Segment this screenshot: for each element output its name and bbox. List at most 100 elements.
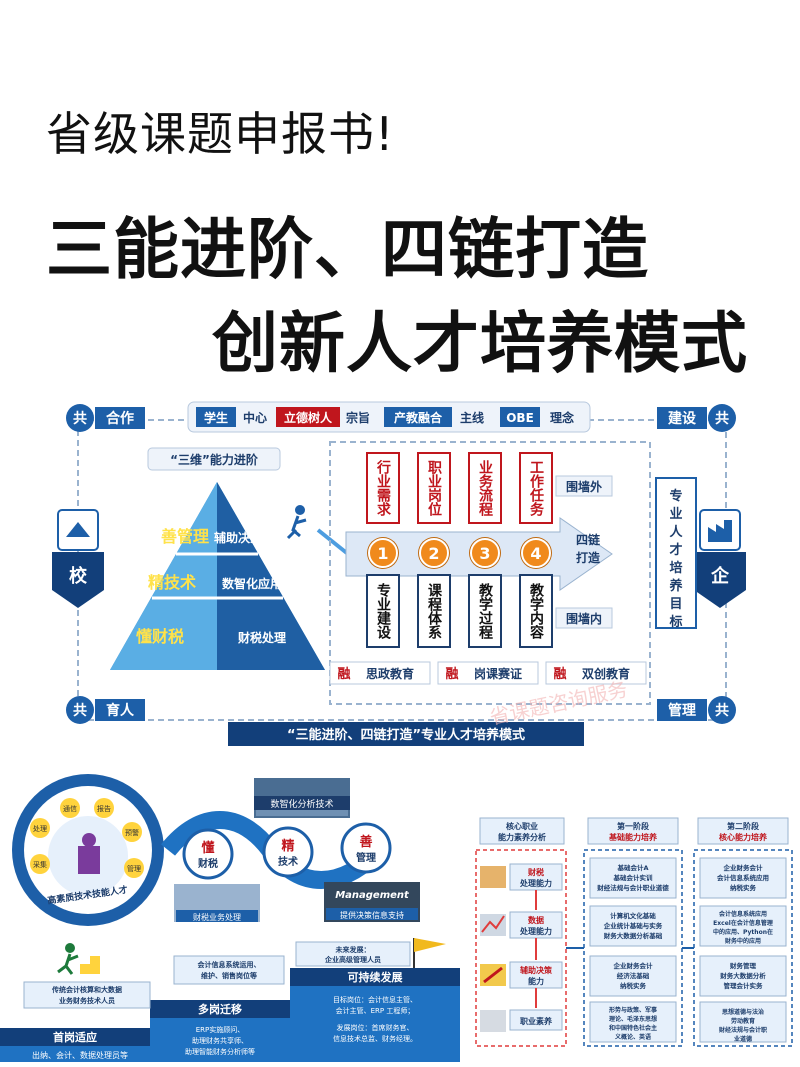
svg-text:经济法基础: 经济法基础	[617, 971, 650, 980]
step-1-big: 懂	[201, 840, 214, 856]
number-badge: 4	[521, 538, 551, 568]
corner-top-left: 共 合作	[66, 404, 145, 432]
inside-wall: 围墙内	[566, 611, 602, 626]
svg-text:职业素养: 职业素养	[520, 1016, 552, 1026]
svg-text:岗课赛证: 岗课赛证	[474, 666, 522, 681]
title-line-3: 创新人才培养模式	[212, 305, 748, 382]
title-line-1: 省级课题申报书!	[46, 107, 395, 161]
circle-icons: 处理 通信 报告 预警 采集 管理	[30, 798, 144, 878]
corner-bottom-left: 共 育人	[66, 696, 145, 724]
coin-icon	[480, 866, 506, 888]
stage1-desc-b: 业务财务技术人员	[59, 996, 115, 1005]
svg-text:融: 融	[445, 666, 458, 682]
future-label-b: 企业高级管理人员	[324, 955, 381, 964]
svg-text:报告: 报告	[97, 804, 111, 813]
svg-text:劳动教育: 劳动教育	[731, 1017, 755, 1025]
pyramid-title: “三维”能力进阶	[170, 452, 259, 467]
svg-text:财经法规与会计职业道德: 财经法规与会计职业道德	[597, 883, 669, 892]
climber-icon	[65, 943, 75, 953]
stage3-target-b: 会计主管、ERP 工程师；	[336, 1006, 415, 1015]
svg-text:和中国特色社会主: 和中国特色社会主	[608, 1024, 657, 1032]
corner-text: 育人	[106, 702, 135, 719]
stage2-jobs-b: 助理财务共享师、	[192, 1036, 248, 1045]
svg-text:融: 融	[553, 666, 566, 682]
decision-label: 提供决策信息支持	[340, 910, 404, 920]
svg-text:计算机文化基础: 计算机文化基础	[610, 911, 656, 920]
stage2-name: 多岗迁移	[198, 1002, 242, 1016]
box-major-construction: 专业建设	[366, 574, 400, 648]
flag-icon	[414, 938, 446, 952]
svg-text:企业统计基础与实务: 企业统计基础与实务	[603, 921, 663, 930]
svg-text:产教融合: 产教融合	[394, 410, 443, 425]
outside-wall: 围墙外	[566, 479, 602, 494]
analysis-tech-label: 数智化分析技术	[270, 798, 333, 810]
ability-4: 职业素养	[480, 1009, 563, 1032]
pyramid-side-mid: 数智化应用	[222, 576, 282, 591]
svg-text:学生: 学生	[204, 410, 228, 425]
concept-chanjiaoronghe: 产教融合 主线	[384, 407, 484, 427]
svg-text:Excel在会计信息管理: Excel在会计信息管理	[713, 919, 773, 927]
svg-text:财务大数据分析: 财务大数据分析	[720, 971, 766, 980]
management-word: Management	[335, 890, 410, 901]
svg-text:OBE: OBE	[506, 411, 534, 425]
box-teaching-content: 教学内容	[519, 574, 553, 648]
goal-char: 养	[668, 578, 683, 594]
svg-text:双创教育: 双创教育	[582, 666, 630, 681]
box-course-system: 课程体系	[417, 574, 451, 648]
svg-text:数据: 数据	[528, 915, 544, 925]
svg-text:管理会计实务: 管理会计实务	[724, 981, 764, 990]
col2-sub: 基础能力培养	[608, 832, 657, 842]
svg-text:理念: 理念	[550, 410, 574, 425]
stage3-target-a: 目标岗位：会计信息主管、	[333, 995, 417, 1004]
box-work-task: 工作任务	[519, 452, 553, 524]
stage2-box-3: 财务管理 财务大数据分析 管理会计实务	[699, 955, 787, 997]
number-badge: 1	[368, 538, 398, 568]
svg-text:采集: 采集	[33, 860, 47, 869]
svg-text:会计信息系统应用: 会计信息系统应用	[719, 910, 767, 918]
enterprise-block: 企	[694, 509, 746, 608]
rong-1: 融 思政教育	[329, 661, 431, 685]
step-1-small: 财税	[197, 857, 218, 870]
svg-text:融: 融	[337, 666, 350, 682]
goal-char: 才	[669, 542, 682, 558]
step-2-small: 技术	[278, 855, 298, 868]
number-badge: 2	[419, 538, 449, 568]
col1-title-b: 能力素养分析	[498, 832, 546, 842]
svg-text:企业财务会计: 企业财务会计	[723, 863, 764, 872]
svg-text:通信: 通信	[63, 804, 77, 813]
enterprise-label: 企	[710, 565, 730, 587]
school-label: 校	[69, 565, 88, 587]
corner-top-right: 建设 共	[657, 404, 736, 432]
svg-text:宗旨: 宗旨	[346, 410, 370, 425]
box-job-post: 职业岗位	[417, 452, 451, 524]
future-label-a: 未来发展：	[336, 945, 371, 954]
document-icon	[480, 1010, 506, 1032]
svg-text:思想道德与法治: 思想道德与法治	[722, 1008, 764, 1016]
step-3-small: 管理	[356, 851, 376, 864]
svg-text:立德树人: 立德树人	[284, 410, 333, 425]
goal-char: 专	[669, 488, 682, 504]
pyramid-level-mid: 精技术	[148, 573, 196, 592]
stage2-box-4: 思想道德与法治 劳动教育 财经法规与会计职 业道德	[699, 1001, 787, 1043]
chain-bottom-boxes: 专业建设 课程体系 教学过程 教学内容	[366, 574, 556, 652]
step-3-big: 善	[359, 834, 372, 850]
svg-text:预警: 预警	[125, 828, 139, 837]
corner-badge: 共	[715, 702, 729, 719]
stage2-box-1: 企业财务会计 会计信息系统应用 纳税实务	[699, 857, 787, 899]
number-badge: 3	[470, 538, 500, 568]
corner-badge: 共	[73, 702, 87, 719]
school-block: 校	[52, 509, 104, 608]
svg-text:企业财务会计: 企业财务会计	[613, 961, 654, 970]
stage3-dev-a: 发展岗位：首席财务官、	[337, 1023, 414, 1032]
svg-text:辅助决策: 辅助决策	[520, 965, 553, 975]
pyramid-level-bottom: 懂财税	[135, 627, 184, 646]
corner-badge: 共	[73, 410, 87, 427]
svg-text:会计信息系统应用: 会计信息系统应用	[717, 873, 769, 882]
stage2-desc-b: 维护、销售岗位等	[201, 971, 257, 980]
stage2-box-2: 会计信息系统应用 Excel在会计信息管理 中的应用、Python在 财务中的应…	[699, 905, 787, 947]
pyramid-level-top: 善管理	[161, 527, 209, 546]
box-business-flow: 业务流程	[468, 452, 502, 524]
svg-text:主线: 主线	[460, 410, 484, 425]
concept-student: 学生 中心	[196, 407, 267, 427]
svg-text:基础会计A: 基础会计A	[616, 863, 648, 872]
